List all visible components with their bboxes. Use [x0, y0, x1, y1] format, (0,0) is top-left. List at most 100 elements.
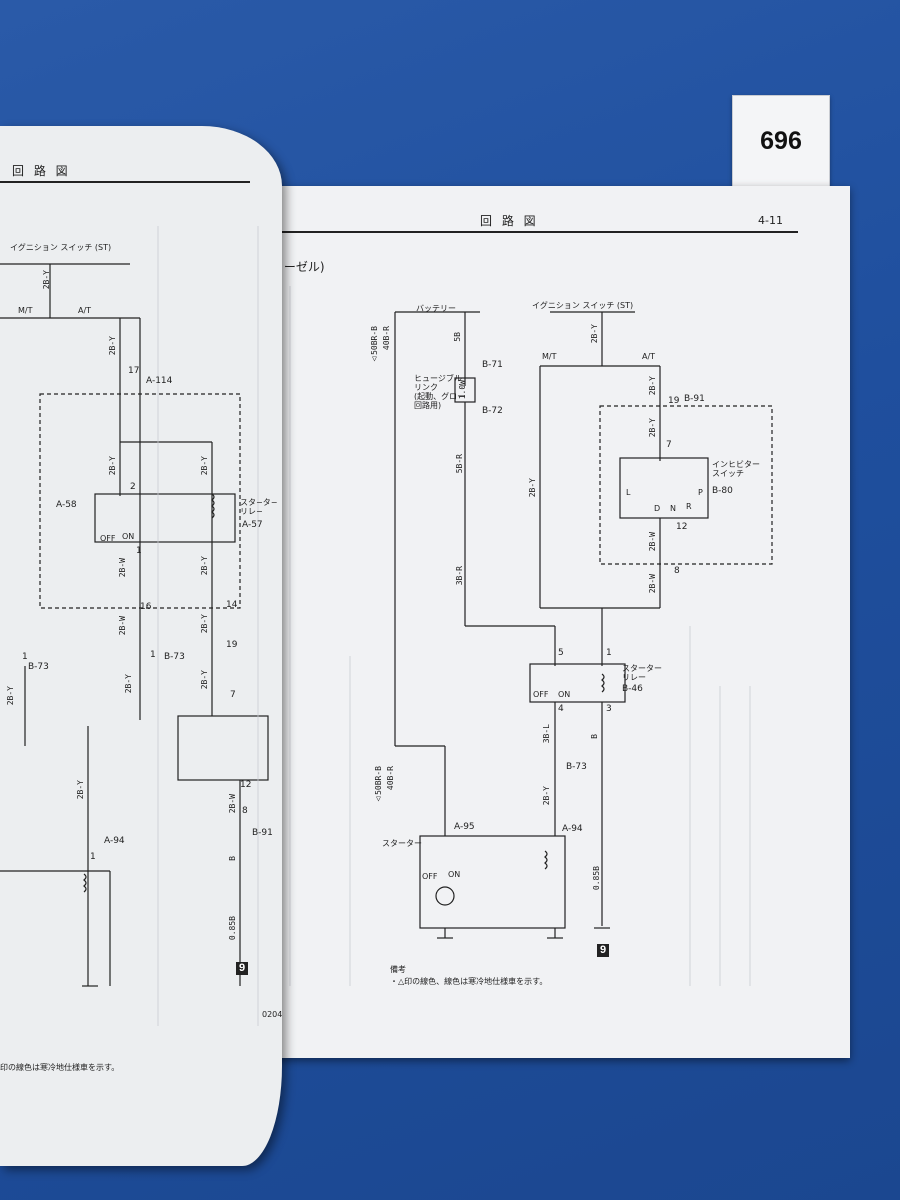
left-footnote: 印の線色は寒冷地仕様車を示す。 — [0, 1063, 120, 1072]
left-ground-badge: 9 — [236, 962, 248, 975]
left-mt-label: M/T — [18, 306, 33, 315]
starter-on: ON — [448, 870, 461, 879]
right-pin8: 8 — [674, 566, 680, 576]
left-section-title: 回 路 図 — [12, 164, 71, 178]
left-ign-switch-label: イグニション スイッチ (ST) — [10, 243, 112, 252]
wire-40brr-label: 40B-R — [382, 326, 391, 351]
right-pin4: 4 — [558, 704, 564, 714]
right-wire-50brb-low: △50BR-B — [374, 766, 383, 804]
right-section-title: 回 路 図 — [480, 214, 539, 228]
left-wire-b: B — [228, 856, 237, 861]
left-relay-on: ON — [122, 532, 135, 541]
conn-a58: A-58 — [56, 500, 77, 510]
left-pin14: 14 — [226, 600, 238, 610]
right-wire-2bw-a: 2B-W — [648, 532, 657, 552]
left-pin19: 19 — [226, 640, 238, 650]
right-wire-2by-top: 2B-Y — [590, 324, 599, 344]
right-ign-switch-label: イグニション スイッチ (ST) — [532, 301, 634, 310]
conn-b80: B-80 — [712, 486, 733, 496]
right-pin7: 7 — [666, 440, 672, 450]
left-relay-off: OFF — [100, 534, 116, 543]
left-pin12: 12 — [240, 780, 252, 790]
right-starter-relay-label: スターター リレー — [622, 664, 662, 682]
left-schematic — [0, 181, 269, 1026]
left-wire-2by-right: 2B-Y — [200, 456, 209, 476]
fusible-link-label: ヒュージブル リンク (起動、グロー 回路用) — [414, 374, 466, 410]
left-conn-a94: A-94 — [104, 836, 125, 846]
tag-number: 696 — [760, 126, 802, 155]
left-page: 回 路 図 イグニション スイッチ (ST) 2B-Y M/T A/T 2B-Y… — [0, 126, 282, 1166]
right-relay-off: OFF — [533, 690, 549, 699]
left-pin1-relay: 1 — [136, 546, 142, 556]
left-starter-relay-label: スタ−タ− リレ− — [240, 498, 278, 516]
left-wire-2by-low: 2B-Y — [76, 780, 85, 800]
left-wire-2by-at: 2B-Y — [108, 336, 117, 356]
right-wire-085b: 0.85B — [592, 866, 601, 891]
right-at-label: A/T — [642, 352, 656, 361]
left-wire-2bw-c: 2B-W — [228, 794, 237, 814]
left-wire-2by-mid: 2B-Y — [108, 456, 117, 476]
pos-r: R — [686, 502, 692, 511]
right-relay-on: ON — [558, 690, 571, 699]
left-pin17: 17 — [128, 366, 140, 376]
right-pin3: 3 — [606, 704, 612, 714]
fuse-value: 1.0W — [458, 380, 467, 400]
wire-5br-label: 5B-R — [455, 454, 464, 474]
left-wire-2bw-a: 2B-W — [118, 558, 127, 578]
wire-50brb-label: △50BR-B — [370, 326, 379, 364]
right-pin1: 1 — [606, 648, 612, 658]
starter-label: スターター — [382, 839, 422, 848]
right-page: 回 路 図 4-11 (ディーゼル) バッテリー イグニション スイッチ (ST… — [250, 186, 850, 1058]
battery-label: バッテリー — [416, 304, 456, 313]
pos-p: P — [698, 488, 703, 497]
left-wire-2by-e: 2B-Y — [200, 670, 209, 690]
left-page-code: 0204 — [262, 1010, 283, 1019]
conn-b72: B-72 — [482, 406, 503, 416]
conn-a95: A-95 — [454, 822, 475, 832]
pos-n: N — [670, 504, 676, 513]
inhibitor-switch-label: インヒビター スイッチ — [712, 460, 760, 478]
right-wire-2by-at: 2B-Y — [648, 376, 657, 396]
left-conn-b73-b: B-73 — [164, 652, 185, 662]
right-wire-2by-mt: 2B-Y — [528, 478, 537, 498]
right-page-number: 4-11 — [758, 214, 783, 227]
right-wire-2by-low: 2B-Y — [542, 786, 551, 806]
left-conn-b91: B-91 — [252, 828, 273, 838]
left-conn-b73-a: B-73 — [28, 662, 49, 672]
left-pin1-b73a: 1 — [22, 652, 28, 662]
wire-5b-label: 5B — [453, 332, 462, 342]
note-title: 備考 — [390, 965, 406, 974]
conn-b71: B-71 — [482, 360, 503, 370]
left-wire-2bw-b: 2B-W — [118, 616, 127, 636]
wire-3bl-label: 3B-L — [542, 724, 551, 744]
wire-3br-label: 3B-R — [455, 566, 464, 586]
left-pin8: 8 — [242, 806, 248, 816]
right-conn-a94: A-94 — [562, 824, 583, 834]
right-wire-b-label: B — [590, 734, 599, 739]
pos-d: D — [654, 504, 661, 513]
pos-l: L — [626, 488, 631, 497]
left-pin1-b73b: 1 — [150, 650, 156, 660]
left-at-label: A/T — [78, 306, 92, 315]
left-wire-2by-d: 2B-Y — [124, 674, 133, 694]
left-wire-2by-b: 2B-Y — [200, 556, 209, 576]
right-schematic — [260, 231, 798, 986]
right-ground-badge: 9 — [597, 944, 609, 957]
left-wire-085b: 0.85B — [228, 916, 237, 941]
right-pin5: 5 — [558, 648, 564, 658]
left-wire-2by-far: 2B-Y — [6, 686, 15, 706]
right-pin19: 19 — [668, 396, 680, 406]
left-pin7: 7 — [230, 690, 236, 700]
conn-b46: B-46 — [622, 684, 643, 694]
right-conn-b73: B-73 — [566, 762, 587, 772]
right-wire-40brr-low: 40B-R — [386, 766, 395, 791]
right-wire-2by-mid: 2B-Y — [648, 418, 657, 438]
note-text: ・△印の線色、線色は寒冷地仕様車を示す。 — [390, 977, 548, 986]
left-pin2: 2 — [130, 482, 136, 492]
right-conn-b91: B-91 — [684, 394, 705, 404]
right-mt-label: M/T — [542, 352, 557, 361]
price-tag: 696 — [732, 95, 830, 187]
right-wire-2bw-b: 2B-W — [648, 574, 657, 594]
starter-off: OFF — [422, 872, 438, 881]
left-wire-2by-c: 2B-Y — [200, 614, 209, 634]
